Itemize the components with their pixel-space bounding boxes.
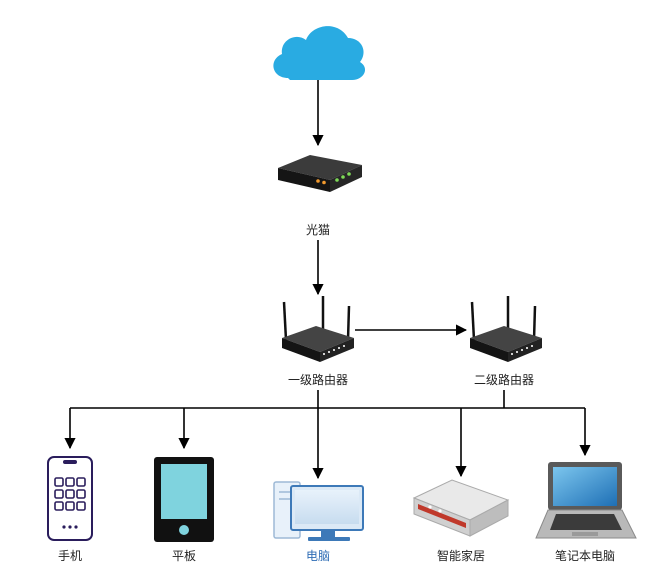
router2-icon: [470, 296, 542, 362]
computer-label: 电脑: [306, 549, 330, 563]
laptop-label: 笔记本电脑: [555, 548, 615, 563]
phone-icon: [47, 456, 93, 541]
modem-icon: [278, 155, 362, 192]
smart-home-icon: [412, 479, 510, 537]
phone-label: 手机: [58, 549, 82, 563]
tablet-label: 平板: [172, 549, 196, 563]
laptop-icon: [535, 462, 637, 539]
router2-label: 二级路由器: [474, 372, 534, 387]
smart-home-label: 智能家居: [437, 548, 485, 563]
tablet-icon: [154, 457, 214, 542]
modem-label: 光猫: [306, 223, 330, 237]
cloud-icon: [273, 26, 366, 80]
router1-icon: [282, 296, 354, 362]
computer-icon: [273, 481, 364, 541]
distribution-lines: [64, 390, 591, 480]
router1-label: 一级路由器: [288, 372, 348, 387]
